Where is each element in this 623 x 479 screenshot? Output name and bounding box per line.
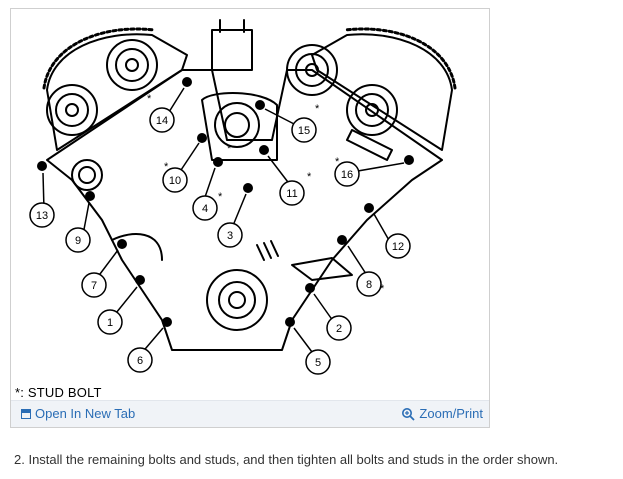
stud-marker: * [164, 161, 169, 173]
callout-4: 4 [192, 195, 218, 221]
callout-2: 2 [326, 315, 352, 341]
callout-label: 4 [202, 203, 208, 215]
callout-label: 1 [107, 317, 113, 329]
callout-label: 11 [286, 188, 297, 200]
stud-marker: * [147, 93, 152, 105]
callout-label: 16 [341, 169, 353, 181]
figure-toolbar: Open In New Tab Zoom/Print [11, 400, 489, 427]
zoom-print-label: Zoom/Print [419, 406, 483, 421]
callout-label: 9 [75, 235, 81, 247]
stud-marker: * [227, 143, 232, 155]
callout-11: 11 [279, 180, 305, 206]
callout-label: 15 [298, 125, 310, 137]
engine-diagram-svg [37, 19, 457, 361]
open-in-new-tab-label: Open In New Tab [35, 406, 136, 421]
stud-marker: * [380, 283, 385, 295]
callout-14: 14 [149, 107, 175, 133]
callout-label: 12 [392, 241, 404, 253]
callout-12: 12 [385, 233, 411, 259]
callout-15: 15 [291, 117, 317, 143]
stud-marker: * [335, 156, 340, 168]
callout-label: 3 [227, 230, 233, 242]
callout-label: 7 [91, 280, 97, 292]
callout-label: 10 [169, 175, 181, 187]
callout-label: 6 [137, 355, 143, 367]
callout-10: 10 [162, 167, 188, 193]
callout-7: 7 [81, 272, 107, 298]
stud-bolt-note: *: STUD BOLT [15, 385, 102, 400]
callout-label: 8 [366, 279, 372, 291]
callout-16: 16 [334, 161, 360, 187]
step-caption: 2. Install the remaining bolts and studs… [14, 452, 559, 467]
callout-label: 13 [36, 210, 48, 222]
callout-1: 1 [97, 309, 123, 335]
stud-marker: * [307, 171, 312, 183]
callout-label: 2 [336, 323, 342, 335]
open-in-new-tab-link[interactable]: Open In New Tab [21, 406, 135, 421]
callout-5: 5 [305, 349, 331, 375]
zoom-print-link[interactable]: Zoom/Print [401, 406, 483, 421]
callout-13: 13 [29, 202, 55, 228]
callout-label: 5 [315, 357, 321, 369]
callout-6: 6 [127, 347, 153, 373]
callout-8: 8 [356, 271, 382, 297]
callout-label: 14 [156, 115, 168, 127]
stud-marker: * [218, 191, 223, 203]
callout-3: 3 [217, 222, 243, 248]
zoom-icon [401, 407, 416, 421]
stud-marker: * [315, 103, 320, 115]
callout-9: 9 [65, 227, 91, 253]
new-tab-icon [21, 408, 31, 419]
